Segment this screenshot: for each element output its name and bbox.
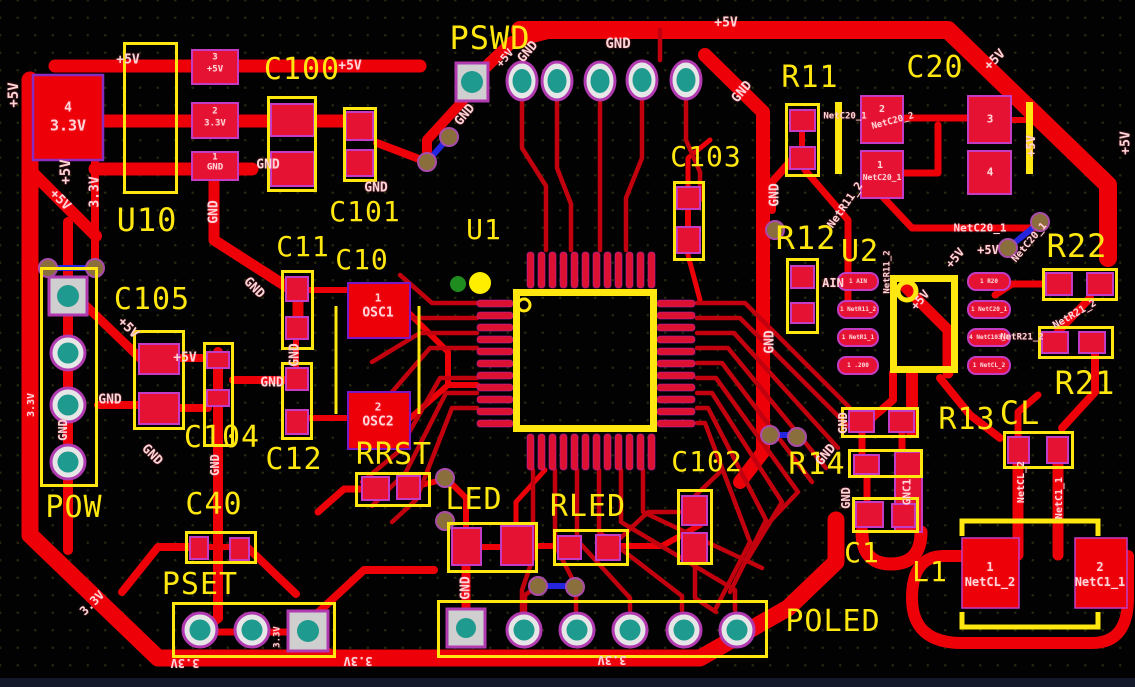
component-outline-C102[interactable] [677, 489, 713, 565]
component-outline-LED[interactable] [447, 522, 538, 573]
component-outline-C105[interactable] [133, 330, 185, 430]
fiducial-dots [450, 272, 491, 294]
component-outline-POW[interactable] [40, 267, 98, 487]
component-outline-C11[interactable] [281, 270, 314, 350]
component-outline-R14[interactable] [848, 449, 923, 478]
component-outline-C12[interactable] [281, 362, 313, 440]
component-outline-C1[interactable] [852, 497, 919, 533]
component-outline-RLED[interactable] [553, 529, 629, 566]
component-outline-U10[interactable] [123, 42, 178, 194]
component-outline-R22[interactable] [1042, 268, 1118, 301]
component-outline-RRST[interactable] [355, 472, 431, 507]
component-outline-POLED[interactable] [437, 600, 768, 658]
component-outline-CL[interactable] [1003, 431, 1074, 469]
component-outline-R21[interactable] [1038, 326, 1114, 359]
component-outline-C101[interactable] [343, 107, 377, 182]
component-outline-U1[interactable] [513, 289, 657, 432]
component-outline-R12[interactable] [786, 258, 819, 334]
bottom-window-edge [0, 678, 1135, 687]
component-outline-C104[interactable] [203, 342, 234, 447]
smd-pads [31, 49, 1128, 609]
component-outline-C103[interactable] [673, 181, 705, 261]
component-outline-R11[interactable] [785, 103, 820, 177]
component-outline-C40[interactable] [185, 531, 257, 564]
green-marker-dot [450, 276, 466, 292]
ic-pins [476, 251, 696, 471]
through-hole-pads [47, 59, 756, 653]
signal-traces [359, 27, 865, 618]
component-outline-PSET[interactable] [172, 602, 336, 658]
component-outline-R13[interactable] [841, 407, 919, 438]
silkscreen-shapes [334, 102, 1101, 630]
yellow-origin-dot [469, 272, 491, 294]
component-outline-U2[interactable] [890, 275, 958, 373]
component-outline-C100[interactable] [267, 96, 317, 192]
